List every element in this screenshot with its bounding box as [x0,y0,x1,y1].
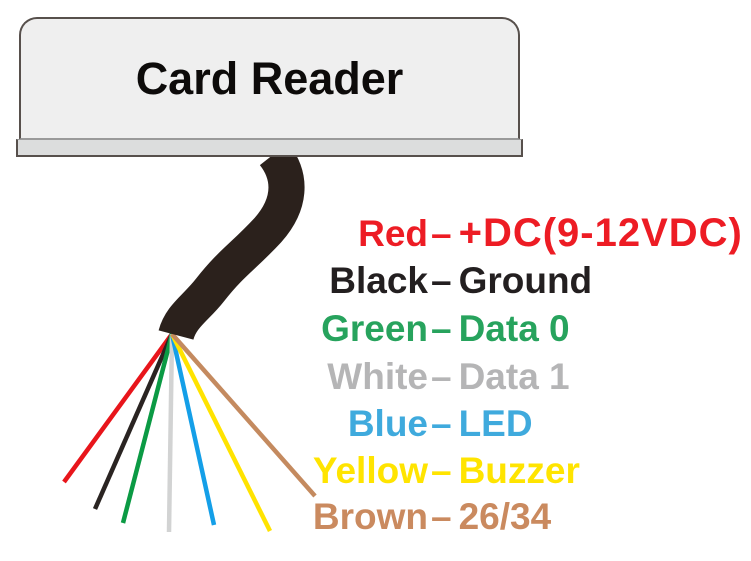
card-reader-base-flange [16,139,523,157]
wire-line-yellow [169,332,273,533]
wire-line-brown [170,332,317,498]
wire-line-black [92,333,175,510]
device-title: Card Reader [135,52,404,104]
wire-line-blue [169,333,217,526]
wire-line-white [166,333,175,533]
wire-fan [62,332,317,533]
cable [158,142,305,341]
wire-line-red [62,332,174,484]
card-reader-box: Card Reader [19,17,520,139]
wire-line-green [120,333,175,524]
